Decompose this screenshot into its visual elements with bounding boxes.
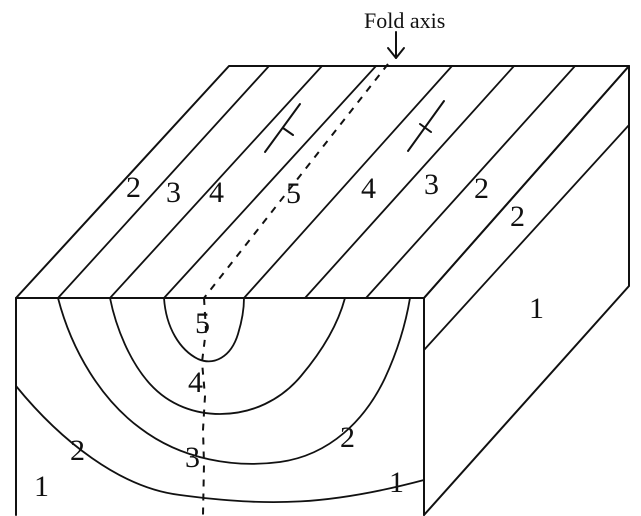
top-label-4-right: 4 — [361, 172, 376, 205]
front-label-1-right: 1 — [389, 466, 404, 499]
front-label-5: 5 — [195, 307, 210, 340]
front-label-2-left: 2 — [70, 434, 85, 467]
top-label-5: 5 — [286, 177, 301, 210]
dip-symbol-right-strike — [407, 100, 445, 152]
front-label-3: 3 — [185, 441, 200, 474]
top-label-3-left: 3 — [166, 176, 181, 209]
dip-symbol-left-tick — [282, 127, 294, 136]
top-face-outline — [15, 65, 630, 299]
top-bedding-line-4 — [243, 65, 453, 299]
top-bedding-line-5 — [304, 65, 515, 299]
top-bedding-line-2 — [109, 65, 323, 299]
side-face-outline — [423, 65, 630, 516]
front-fold-curve-4 — [163, 297, 245, 363]
top-label-2-edge: 2 — [510, 200, 525, 233]
fold-axis-trace-front — [200, 297, 208, 516]
top-label-2-right: 2 — [474, 172, 489, 205]
front-top-edge — [15, 65, 630, 299]
side-label-1: 1 — [529, 292, 544, 325]
top-label-4-left: 4 — [209, 176, 224, 209]
front-fold-curve-1 — [15, 385, 425, 504]
side-bedding-line-upper — [423, 65, 630, 299]
fold-axis-label: Fold axis — [364, 8, 445, 33]
front-fold-curve-3 — [109, 297, 346, 415]
top-label-3-right: 3 — [424, 168, 439, 201]
top-bedding-line-1 — [57, 65, 270, 299]
front-label-4: 4 — [188, 366, 203, 399]
side-bedding-line-lower — [423, 124, 630, 351]
top-bedding-line-6 — [365, 65, 576, 299]
top-label-2-left: 2 — [126, 171, 141, 204]
dip-symbol-right-tick — [419, 123, 432, 133]
front-label-1-left: 1 — [34, 470, 49, 503]
front-fold-curve-2 — [57, 297, 411, 465]
top-bedding-line-3 — [163, 65, 377, 299]
fold-axis-arrow-head — [387, 47, 405, 59]
front-label-2-right: 2 — [340, 421, 355, 454]
